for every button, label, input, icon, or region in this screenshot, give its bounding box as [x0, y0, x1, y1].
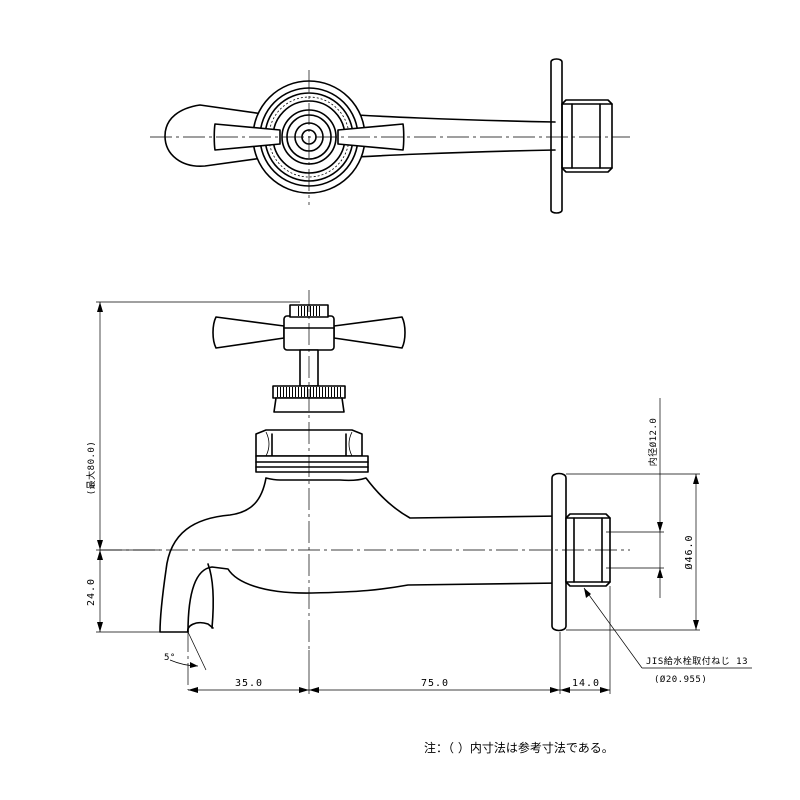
dim-inner-diameter: 内径Ø12.0 [647, 418, 659, 467]
front-view-spout-body [159, 477, 563, 633]
front-view [100, 290, 630, 690]
dim-length-75: 75.0 [421, 678, 449, 689]
front-view-flange [551, 472, 567, 632]
thread-callout: JIS給水栓取付ねじ 13 [646, 655, 748, 667]
dim-length-35: 35.0 [235, 678, 263, 689]
reference-note: 注：（ ）内寸法は参考寸法である。 [424, 740, 614, 755]
dim-height-spout: 24.0 [86, 578, 97, 606]
front-view-handle [212, 316, 406, 349]
front-view-washer [255, 455, 369, 473]
top-view-body-outline [164, 104, 556, 167]
dim-length-14: 14.0 [572, 678, 600, 689]
top-view-handle [213, 123, 405, 151]
top-view-thread-nipple [561, 103, 613, 169]
dim-angle: 5° [164, 653, 176, 663]
dim-height-max: (最大80.0) [85, 441, 97, 496]
top-view-flange [550, 58, 563, 214]
thread-size-callout: (Ø20.955) [654, 674, 707, 685]
dim-flange-diameter: Ø46.0 [683, 534, 695, 569]
top-view [150, 58, 630, 214]
dimension-lines [96, 301, 752, 694]
